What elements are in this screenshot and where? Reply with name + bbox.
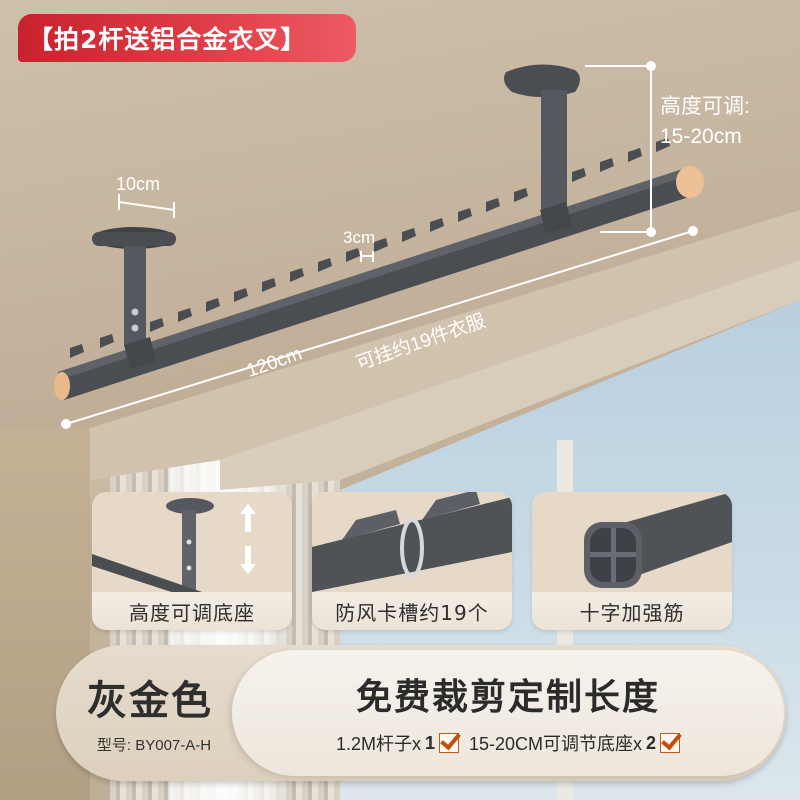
feature-card-adjustable-base: 高度可调底座: [92, 492, 292, 630]
checkmark-icon: [439, 733, 459, 753]
windproof-slots-icon: [312, 492, 512, 592]
cross-reinforcement-icon: [532, 492, 732, 592]
checkmark-icon: [660, 733, 681, 753]
height-adjust-annotation: 高度可调: 15-20cm: [660, 92, 750, 152]
feature-card-cross-reinforcement: 十字加强筋: [532, 492, 732, 630]
package-item-count: 2: [646, 732, 657, 753]
promo-banner: 【拍2杆送铝合金衣叉】: [18, 14, 356, 62]
model-number: 型号: BY007-A-H: [96, 737, 212, 754]
customization-headline: 免费裁剪定制长度: [355, 677, 660, 718]
customization-panel: [232, 650, 784, 776]
feature-label: 防风卡槽约19个: [312, 592, 512, 630]
base-width-label: 10cm: [116, 174, 161, 194]
feature-card-windproof-slots: 防风卡槽约19个: [312, 492, 512, 630]
feature-cards: 高度可调底座 防风卡槽约19个 十字加强筋: [92, 492, 732, 630]
height-adjust-label: 高度可调:: [660, 95, 750, 118]
adjustable-base-icon: [92, 492, 292, 592]
package-item-text: 1.2M杆子x: [335, 734, 421, 754]
package-item-text: 15-20CM可调节底座x: [469, 734, 643, 754]
feature-label: 高度可调底座: [92, 592, 292, 630]
slot-spacing-label: 3cm: [343, 228, 376, 247]
feature-label: 十字加强筋: [532, 592, 732, 630]
package-item-count: 1: [424, 732, 435, 753]
height-adjust-value: 15-20cm: [660, 125, 742, 148]
color-variant-name: 灰金色: [87, 678, 213, 724]
